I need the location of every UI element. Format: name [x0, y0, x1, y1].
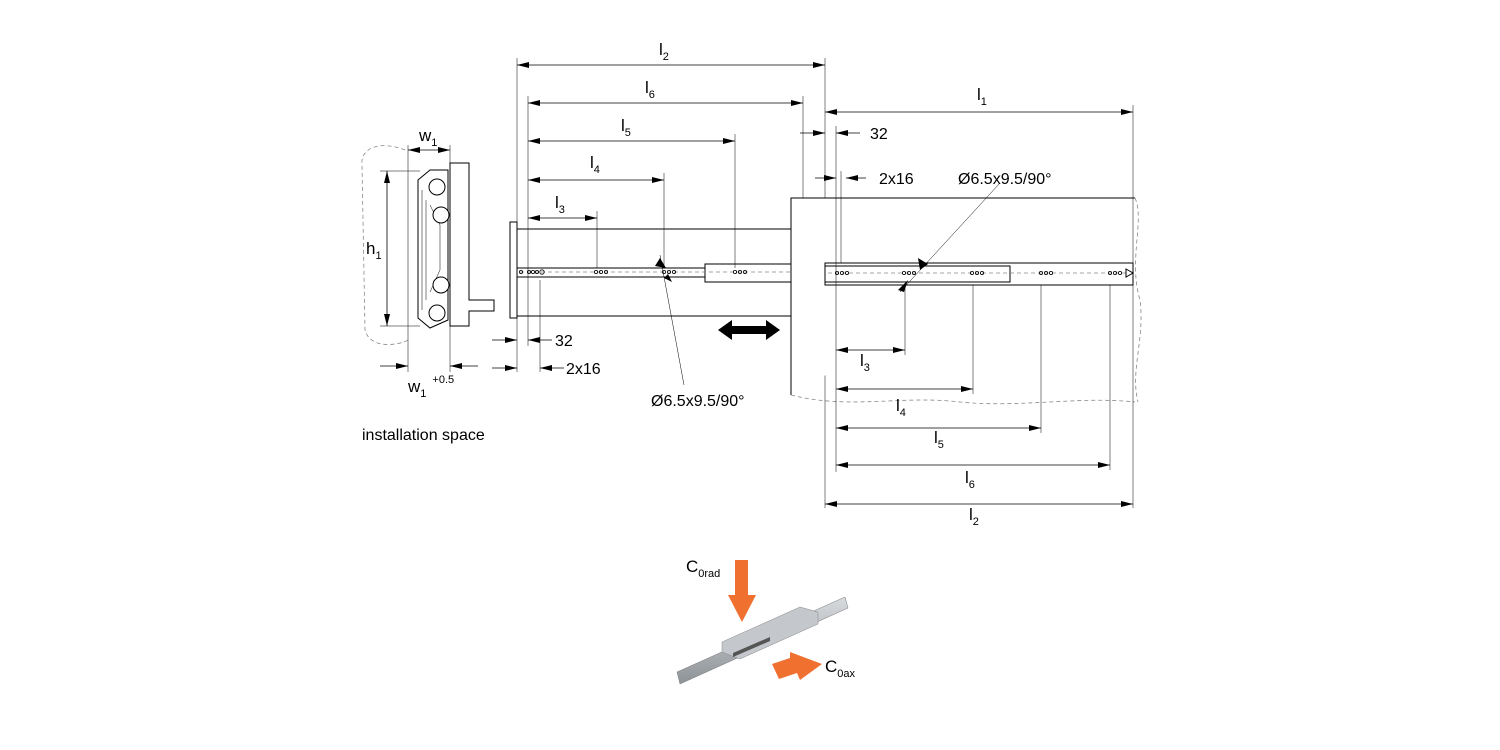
- l4-label: l4: [590, 153, 600, 176]
- hole-spec-label-right: Ø6.5x9.5/90°: [958, 171, 1052, 188]
- ball: [432, 206, 450, 224]
- h1-label: h1: [366, 239, 382, 262]
- holes-right: [835, 270, 1123, 275]
- l4-label-right: l4: [896, 396, 906, 419]
- hole-spec-label: Ø6.5x9.5/90°: [651, 393, 745, 410]
- l2-label: l2: [659, 40, 669, 63]
- ball: [432, 276, 450, 294]
- l5-label-right: l5: [934, 428, 944, 451]
- load-capacity-figure: C0rad C0ax: [676, 557, 856, 685]
- pitch-32-label: 32: [555, 333, 573, 350]
- l3-label-right: l3: [860, 351, 870, 374]
- l1-label: l1: [977, 85, 987, 108]
- axial-load-arrow-icon: [772, 652, 822, 680]
- w1-label: w1: [418, 126, 437, 149]
- cross-section: w1 h1 w1+0.5 installation space: [361, 126, 495, 444]
- c0ax-label: C0ax: [825, 657, 856, 680]
- l6-label: l6: [645, 78, 655, 101]
- middle-rail-extended: [824, 265, 1011, 283]
- ball: [428, 304, 446, 322]
- l6-label-right: l6: [965, 468, 975, 491]
- l3-label: l3: [555, 193, 565, 216]
- w1-tolerance-label: w1+0.5: [407, 374, 454, 400]
- front-plate: [509, 221, 518, 319]
- pitch-32-label-right: 32: [870, 126, 888, 143]
- cabinet-outline: [790, 197, 1135, 395]
- pitch-2x16-label: 2x16: [566, 361, 601, 378]
- ball: [428, 178, 446, 196]
- right-view: l1 32 2x16 Ø6.5x9.5/90° l3 l4 l5 l6 l2: [790, 85, 1142, 528]
- pitch-2x16-label-right: 2x16: [879, 171, 914, 188]
- installation-space-caption: installation space: [362, 427, 485, 444]
- left-view: l2 l6 l5 l4 l3 32 2x16 Ø6.5x9.5/90°: [492, 40, 829, 508]
- l5-label: l5: [621, 116, 631, 139]
- installation-space-outline: [361, 145, 409, 345]
- slide-carriage-3d: [721, 606, 819, 660]
- l2-label-right: l2: [969, 505, 979, 528]
- c0rad-label: C0rad: [686, 557, 720, 580]
- radial-load-arrow-icon: [728, 560, 756, 622]
- movement-double-arrow-icon: [718, 320, 780, 340]
- mounting-profile: [449, 162, 495, 327]
